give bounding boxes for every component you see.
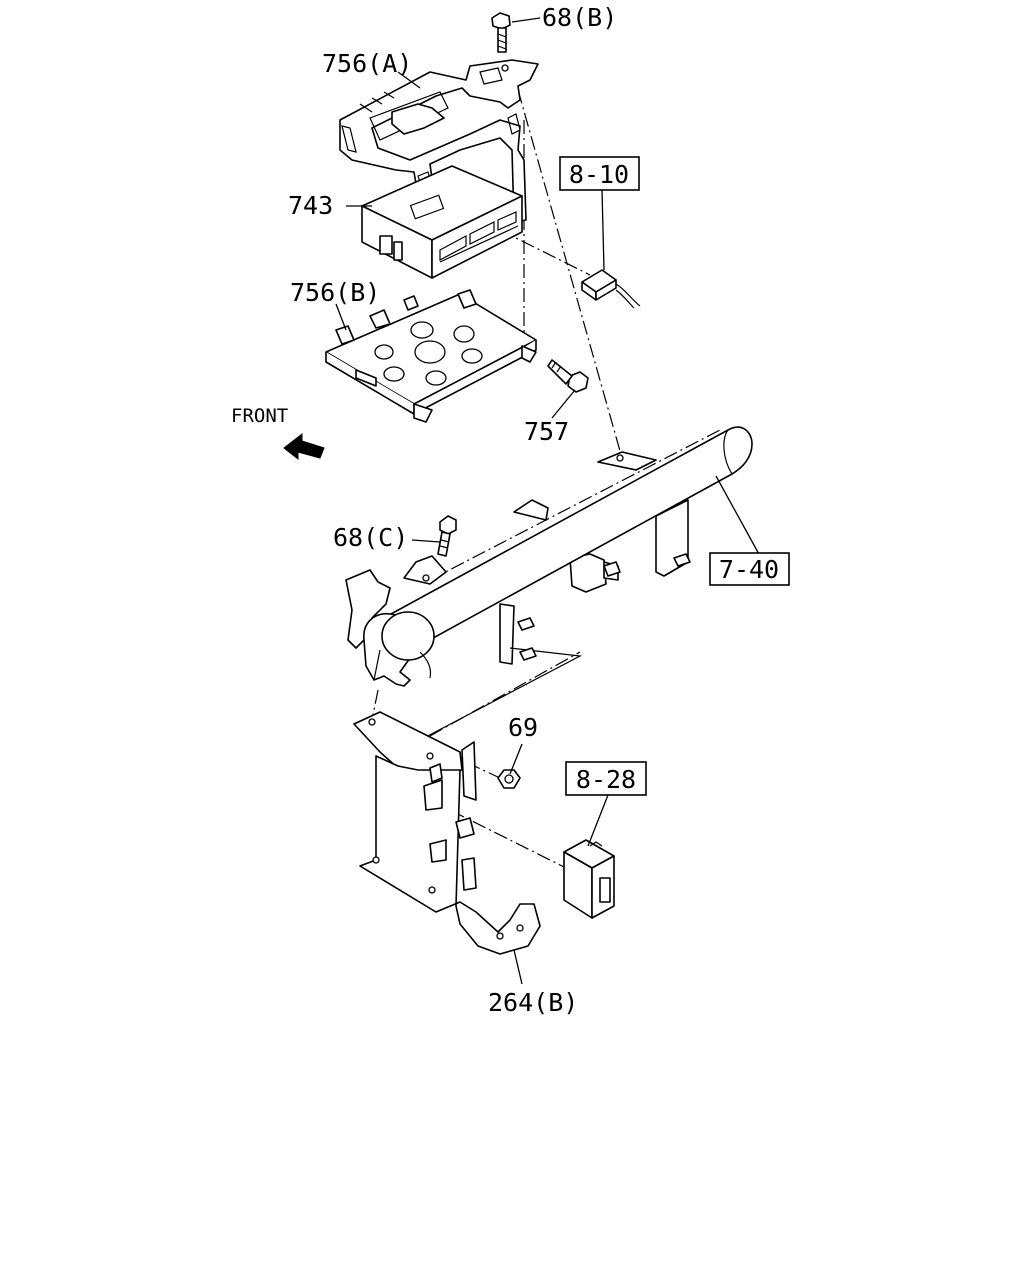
module-8-28 — [563, 839, 615, 919]
front-direction-indicator: FRONT — [231, 405, 325, 461]
reference-label-8-28: 8-28 — [576, 765, 636, 794]
control-unit-743 — [361, 165, 523, 279]
reference-box-8-28[interactable]: 8-28 — [565, 761, 647, 796]
callout-68c: 68(C) — [333, 523, 408, 552]
crossbeam-7-40 — [345, 426, 753, 741]
callout-743: 743 — [288, 191, 333, 220]
reference-box-8-10[interactable]: 8-10 — [559, 156, 640, 191]
leader-lines — [335, 17, 761, 985]
bolt-757 — [547, 359, 589, 393]
bolt-68b — [491, 12, 511, 53]
callout-69: 69 — [508, 713, 538, 742]
callout-757: 757 — [524, 417, 569, 446]
bracket-756b — [325, 289, 537, 423]
callout-756b: 756(B) — [290, 278, 380, 307]
front-label: FRONT — [231, 405, 288, 427]
connector-8-10 — [581, 269, 641, 309]
front-arrow-icon — [283, 432, 325, 461]
reference-label-8-10: 8-10 — [569, 160, 629, 189]
callouts: 68(B) 756(A) 743 756(B) 757 68(C) 69 264… — [288, 3, 617, 1017]
nut-69 — [497, 769, 521, 789]
callout-68b: 68(B) — [542, 3, 617, 32]
callout-264b: 264(B) — [488, 988, 578, 1017]
callout-756a: 756(A) — [322, 49, 412, 78]
bracket-264b — [353, 711, 541, 955]
bolt-68c — [437, 515, 457, 557]
reference-box-7-40[interactable]: 7-40 — [709, 552, 790, 586]
reference-label-7-40: 7-40 — [719, 555, 779, 584]
